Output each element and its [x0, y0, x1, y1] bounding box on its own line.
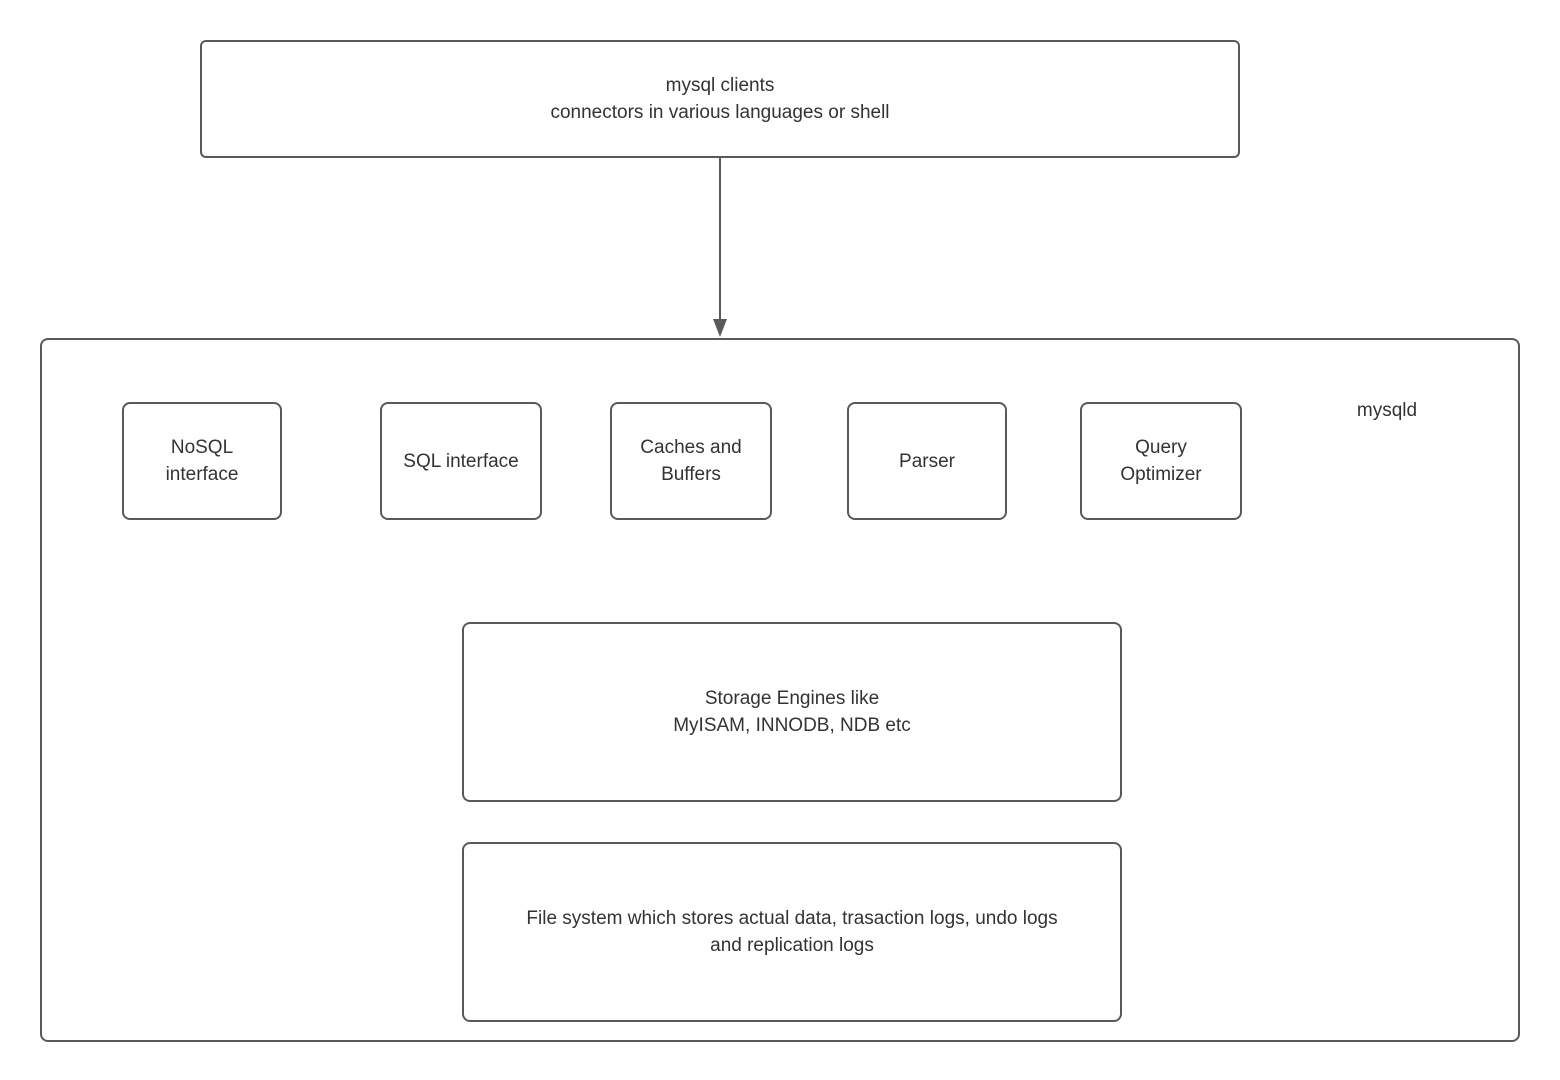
- node-parser-label: Parser: [899, 448, 955, 475]
- label-line: mysql clients: [665, 75, 775, 96]
- node-storage-engines: Storage Engines like MyISAM, INNODB, NDB…: [462, 622, 1122, 802]
- node-sql-interface-label: SQL interface: [403, 448, 518, 475]
- label-line: Buffers: [661, 464, 721, 485]
- node-nosql-interface-label: NoSQL interface: [166, 434, 239, 488]
- node-caches-and-buffers: Caches and Buffers: [610, 402, 772, 520]
- label-line: connectors in various languages or shell: [550, 102, 890, 123]
- node-nosql-interface: NoSQL interface: [122, 402, 282, 520]
- label-line: File system which stores actual data, tr…: [526, 908, 1058, 929]
- node-caches-and-buffers-label: Caches and Buffers: [640, 434, 741, 488]
- label-line: SQL interface: [403, 450, 519, 472]
- label-line: and replication logs: [710, 935, 874, 956]
- node-sql-interface: SQL interface: [380, 402, 542, 520]
- node-parser: Parser: [847, 402, 1007, 520]
- arrowhead-icon: [713, 319, 727, 337]
- label-line: Storage Engines like: [704, 688, 880, 709]
- node-file-system: File system which stores actual data, tr…: [462, 842, 1122, 1022]
- label-line: interface: [165, 464, 239, 485]
- label-line: Caches and: [640, 437, 742, 458]
- node-mysql-clients-label: mysql clients connectors in various lang…: [550, 72, 889, 126]
- node-mysql-clients: mysql clients connectors in various lang…: [200, 40, 1240, 158]
- label-line: MyISAM, INNODB, NDB etc: [673, 715, 911, 736]
- node-file-system-label: File system which stores actual data, tr…: [526, 905, 1057, 959]
- label-line: Optimizer: [1120, 464, 1202, 485]
- connector-arrow-down: [713, 158, 727, 337]
- node-storage-engines-label: Storage Engines like MyISAM, INNODB, NDB…: [673, 685, 911, 739]
- label-line: NoSQL: [170, 437, 234, 458]
- label-line: Parser: [899, 450, 955, 472]
- label-line: Query: [1135, 437, 1187, 458]
- node-mysqld-container: mysqld NoSQL interface SQL interface Cac…: [40, 338, 1520, 1042]
- mysqld-container-label: mysqld: [1356, 400, 1418, 421]
- node-query-optimizer-label: Query Optimizer: [1120, 434, 1201, 488]
- node-query-optimizer: Query Optimizer: [1080, 402, 1242, 520]
